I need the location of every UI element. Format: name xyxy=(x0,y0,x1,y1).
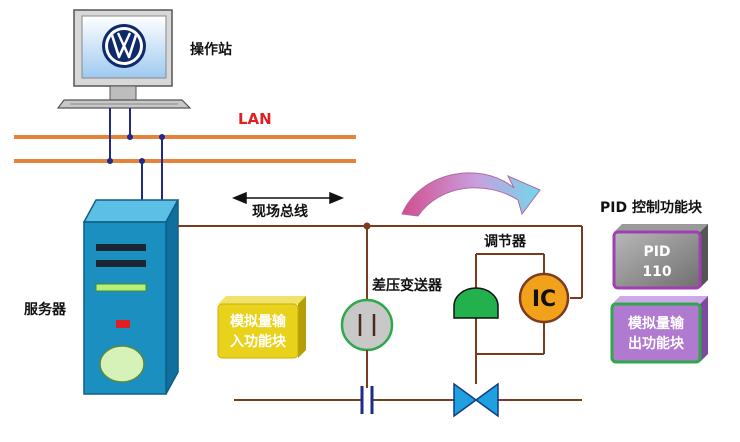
orifice-plate-icon xyxy=(360,386,374,414)
curved-arrow-icon xyxy=(401,172,541,217)
valve-icon xyxy=(453,382,499,418)
ic-controller: IC xyxy=(518,272,570,324)
fieldbus xyxy=(178,222,583,300)
ai-block-line1: 模拟量输 xyxy=(230,313,287,330)
lan-label: LAN xyxy=(238,110,272,128)
ao-block-line2: 出功能块 xyxy=(628,335,685,352)
operator-station: 操作站 xyxy=(56,9,232,109)
regulator-label: 调节器 xyxy=(484,233,527,250)
ao-function-block: 模拟量输 出功能块 xyxy=(610,296,708,364)
pid-block-title: PID 控制功能块 xyxy=(600,199,703,216)
ai-function-block: 模拟量输 入功能块 xyxy=(217,296,306,359)
vw-logo xyxy=(102,24,146,68)
dp-transmitter-label: 差压变送器 xyxy=(372,277,443,294)
pid-block-line1: PID xyxy=(643,244,670,260)
operator-station-label: 操作站 xyxy=(190,41,232,58)
fieldbus-label: 现场总线 xyxy=(252,203,308,220)
server-label: 服务器 xyxy=(24,301,67,318)
server-tower-icon xyxy=(82,199,180,395)
ic-label: IC xyxy=(532,287,556,312)
dp-transmitter xyxy=(340,298,394,388)
ai-block-line2: 入功能块 xyxy=(230,333,287,350)
ao-block-line1: 模拟量输 xyxy=(628,315,685,332)
pid-function-block: PID 110 xyxy=(612,224,708,290)
network-wires xyxy=(109,108,163,200)
network-junctions xyxy=(107,134,165,164)
pid-block-line2: 110 xyxy=(642,264,671,280)
lan-bus: LAN xyxy=(14,110,356,163)
regulator-wiring xyxy=(475,253,545,384)
actuator-icon xyxy=(453,287,499,319)
fieldbus-double-arrow xyxy=(232,191,344,205)
